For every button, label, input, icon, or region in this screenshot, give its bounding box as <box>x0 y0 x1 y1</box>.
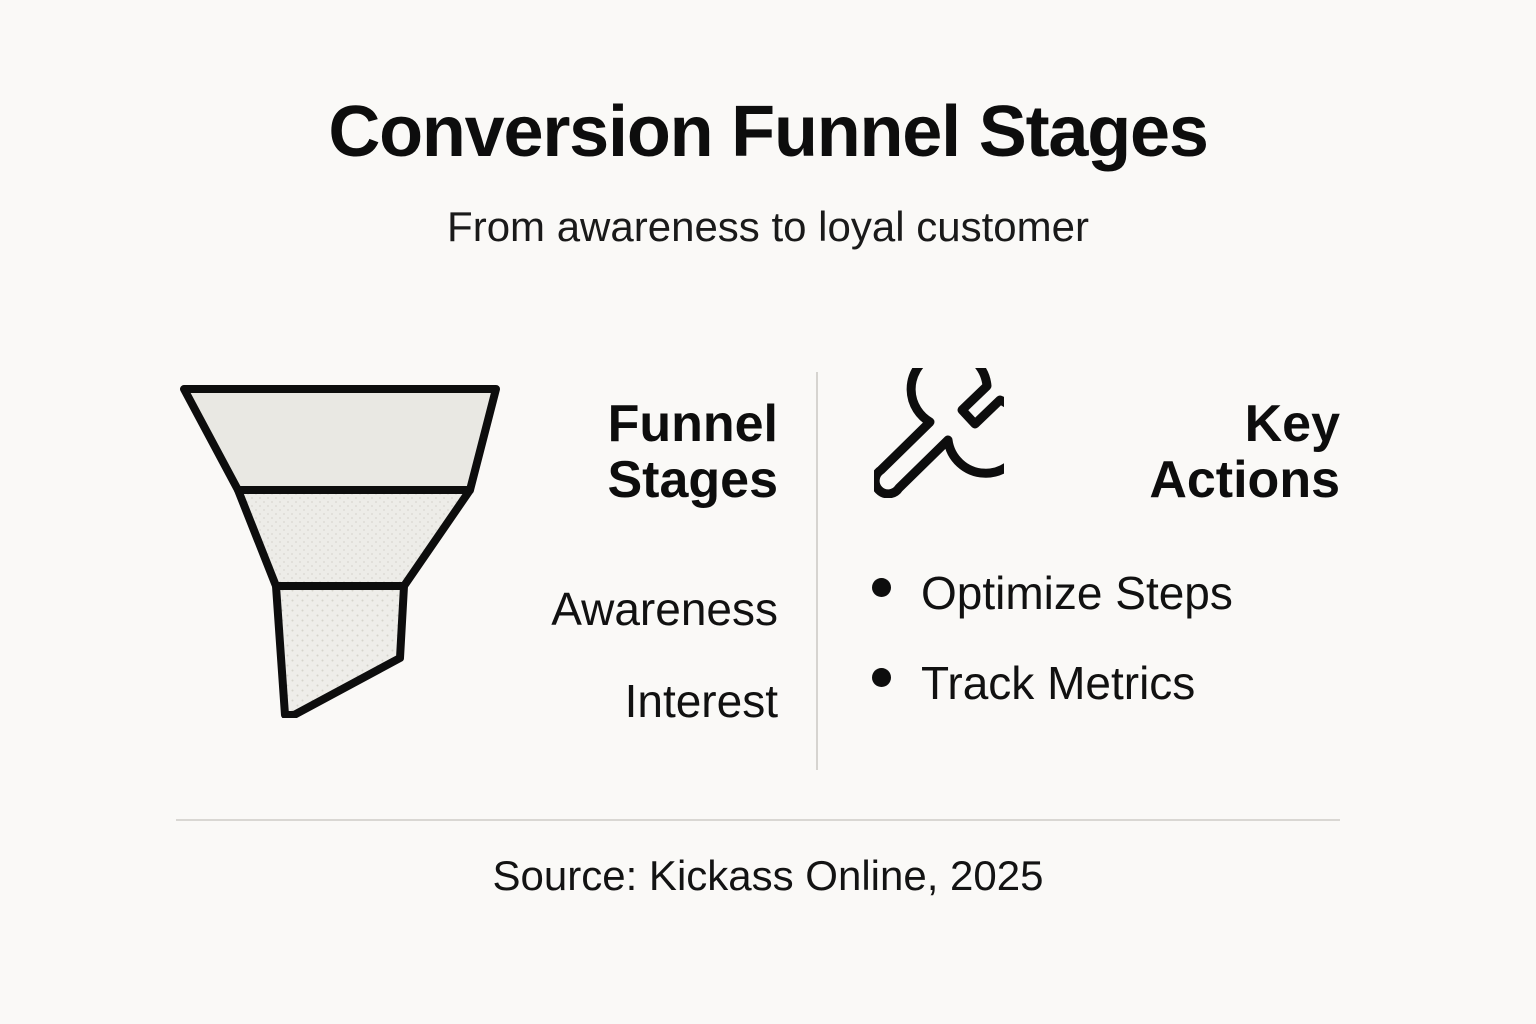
list-item: Optimize Steps <box>872 570 1512 616</box>
source-attribution: Source: Kickass Online, 2025 <box>492 852 1044 899</box>
stage-item-interest: Interest <box>624 675 778 728</box>
content-area: Funnel Stages Awareness Interest Key Act… <box>0 346 1536 780</box>
key-actions-heading: Key Actions <box>1000 360 1340 508</box>
key-actions-heading-text: Key Actions <box>1000 360 1340 508</box>
dot-bullet-icon <box>872 668 891 687</box>
funnel-stages-heading: Funnel Stages <box>418 360 778 508</box>
funnel-stages-heading-line2: Stages <box>607 451 778 510</box>
dot-bullet-icon <box>872 578 891 597</box>
key-actions-list: Optimize Steps Track Metrics <box>872 570 1512 706</box>
funnel-stages-text: Funnel Stages Awareness Interest <box>418 360 778 724</box>
funnel-stages-heading-line1: Funnel <box>607 395 778 453</box>
page-title: Conversion Funnel Stages <box>328 92 1209 172</box>
action-item-track-metrics: Track Metrics <box>921 657 1196 709</box>
action-item-optimize-steps: Optimize Steps <box>921 567 1233 619</box>
header: Conversion Funnel Stages From awareness … <box>0 96 1536 248</box>
key-actions-heading-line1: Key <box>1244 395 1340 453</box>
key-actions-column: Key Actions Optimize Steps Track Metrics <box>816 346 1536 780</box>
column-divider <box>816 372 818 770</box>
key-actions-heading-line2: Actions <box>1149 451 1340 510</box>
funnel-stages-column: Funnel Stages Awareness Interest <box>140 360 812 780</box>
funnel-icon <box>170 368 510 718</box>
list-item: Track Metrics <box>872 660 1512 706</box>
stage-item-awareness: Awareness <box>551 583 778 636</box>
wrench-icon <box>870 346 1029 499</box>
page-subtitle: From awareness to loyal customer <box>447 203 1089 250</box>
footer-divider <box>176 819 1340 821</box>
